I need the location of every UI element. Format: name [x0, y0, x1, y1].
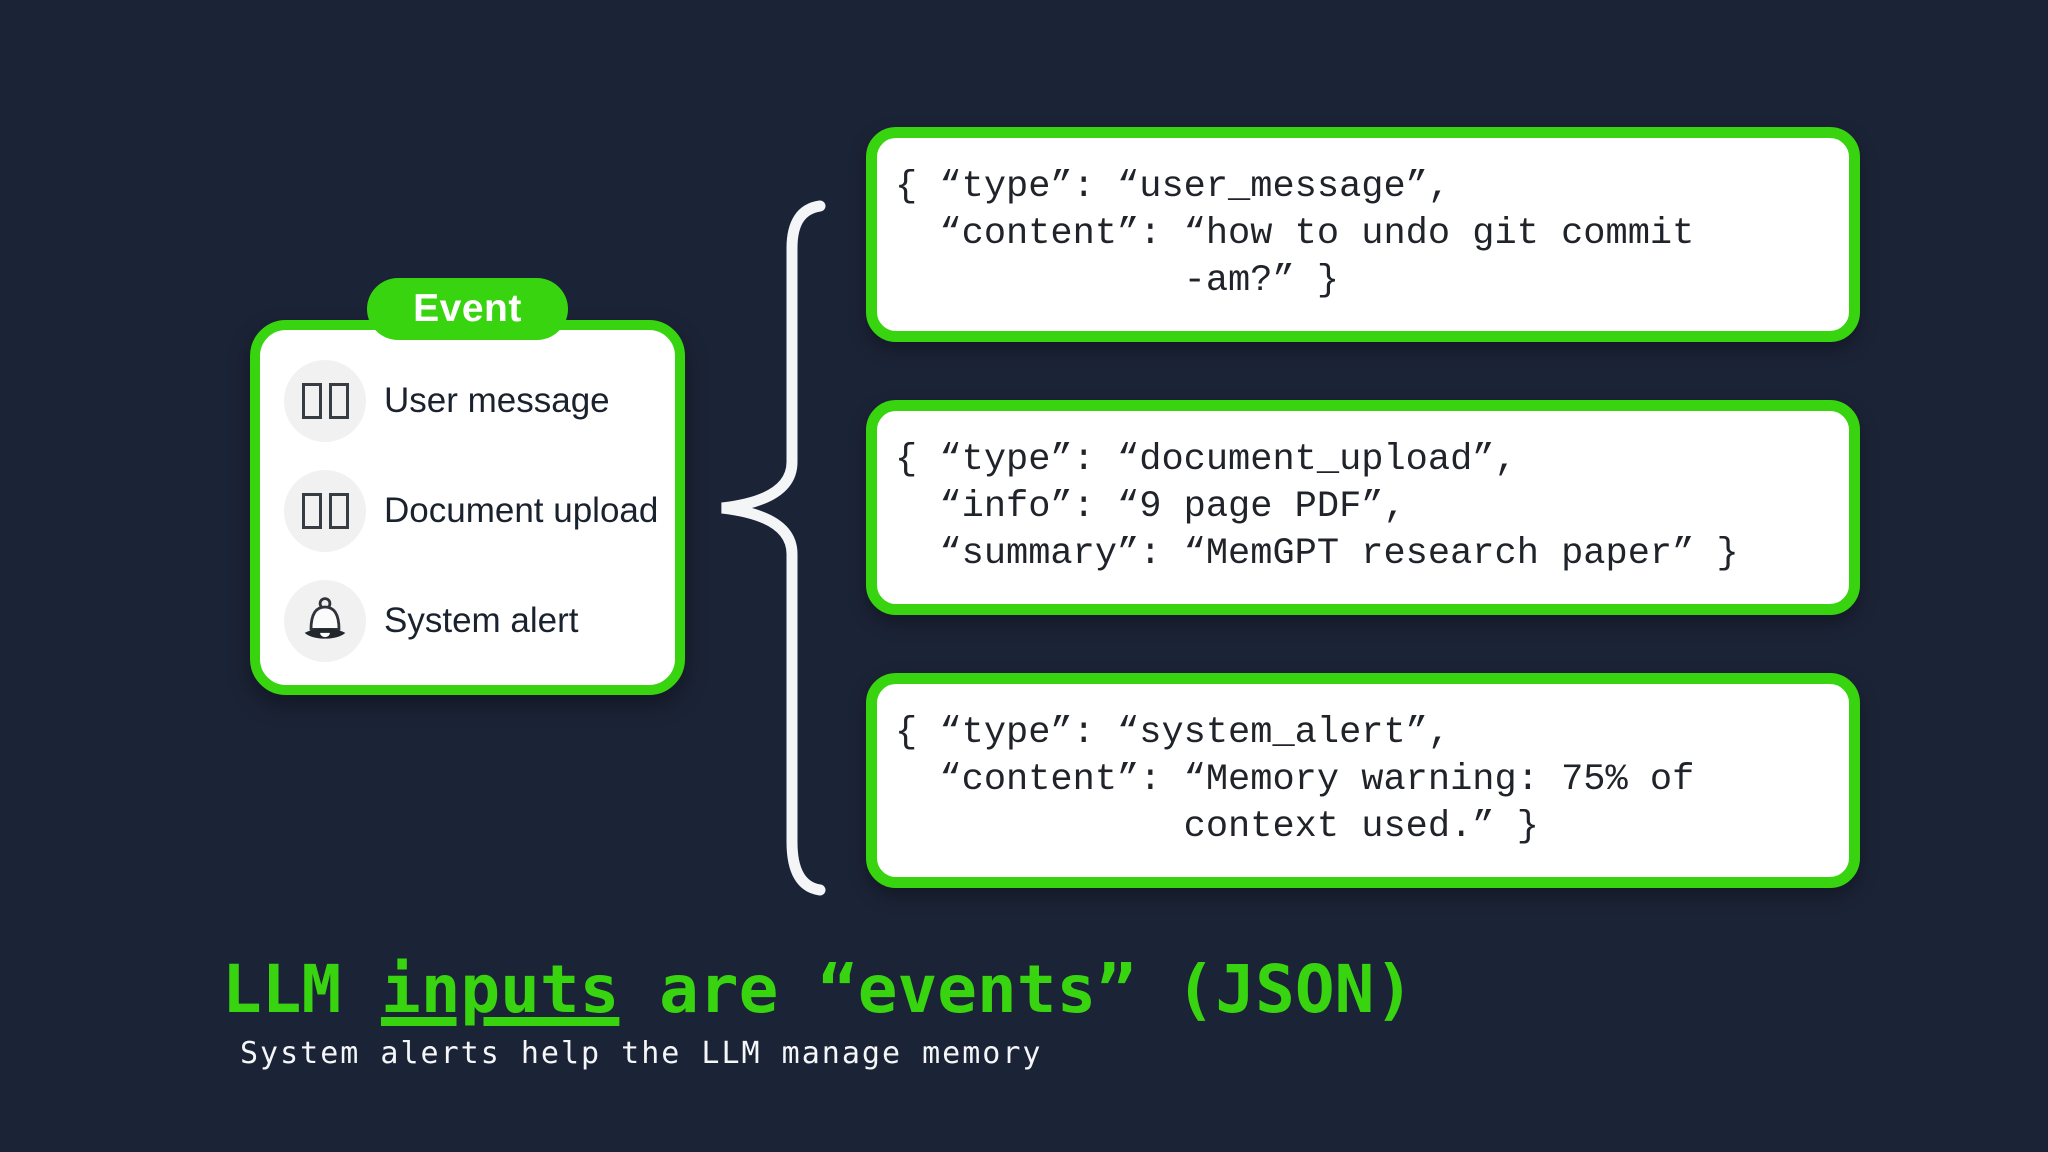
bell-icon-circle: [284, 579, 366, 662]
event-row-system-alert: System alert: [284, 579, 675, 662]
json-code: { “type”: “system_alert”, “content”: “Me…: [895, 712, 1695, 848]
bell-icon: [304, 596, 346, 639]
event-item-label: User message: [384, 380, 610, 420]
json-card-system-alert: { “type”: “system_alert”, “content”: “Me…: [866, 673, 1860, 888]
slide-title: LLM inputs are “events” (JSON): [222, 957, 1414, 1023]
json-card-document-upload: { “type”: “document_upload”, “info”: “9 …: [866, 400, 1860, 615]
missing-glyph-icon: [328, 382, 349, 419]
json-code: { “type”: “user_message”, “content”: “ho…: [895, 166, 1695, 302]
event-item-label: Document upload: [384, 490, 659, 530]
event-label: Event: [413, 287, 522, 330]
curly-brace-connector: [721, 200, 826, 896]
missing-glyph-icon: [301, 382, 322, 419]
event-label-pill: Event: [367, 278, 568, 340]
json-card-user-message: { “type”: “user_message”, “content”: “ho…: [866, 127, 1860, 342]
title-part-2: are “events” (JSON): [619, 951, 1415, 1028]
title-part-1: LLM: [222, 951, 381, 1028]
title-underlined-word: inputs: [380, 951, 620, 1028]
event-row-document-upload: Document upload: [284, 469, 675, 552]
event-card: User message Document upload System aler…: [250, 320, 685, 695]
slide-subtitle: System alerts help the LLM manage memory: [240, 1036, 1043, 1071]
json-code: { “type”: “document_upload”, “info”: “9 …: [895, 439, 1739, 575]
missing-glyph-icon: [301, 492, 322, 529]
event-row-user-message: User message: [284, 359, 675, 442]
user-message-icon-circle: [284, 359, 366, 442]
missing-glyph-icon: [328, 492, 349, 529]
document-upload-icon-circle: [284, 469, 366, 552]
event-item-label: System alert: [384, 600, 579, 640]
